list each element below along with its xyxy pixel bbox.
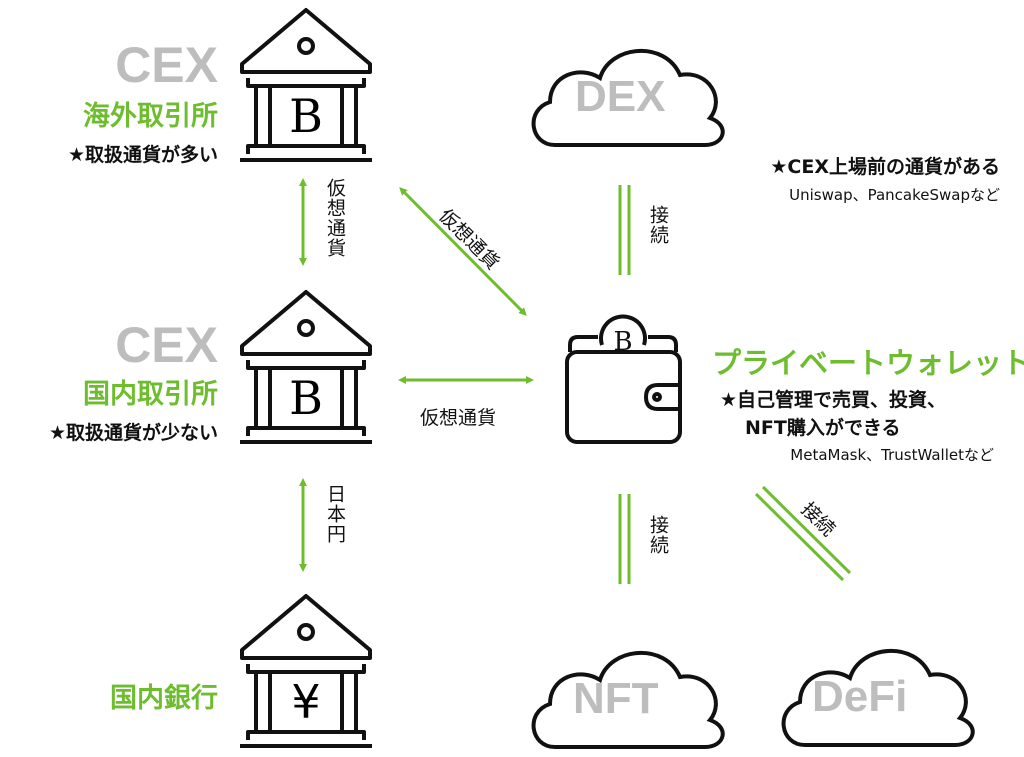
wallet-bitcoin-icon: B bbox=[565, 314, 682, 444]
connection-defi bbox=[754, 485, 852, 582]
bank-bitcoin-icon: B bbox=[238, 290, 374, 444]
defi-label: DeFi bbox=[812, 672, 908, 721]
wallet-note-2: NFT購入ができる bbox=[745, 417, 901, 439]
label-crypto-horizontal: 仮想通貨 bbox=[420, 407, 497, 429]
label-connect-dex: 接続 bbox=[647, 205, 669, 245]
dex-note: ★CEX上場前の通貨がある bbox=[770, 156, 1000, 178]
dex-label: DEX bbox=[575, 72, 666, 121]
connection-dex bbox=[618, 185, 631, 275]
wallet-examples: MetaMask、TrustWalletなど bbox=[790, 446, 994, 464]
wallet-note-1: ★自己管理で売買、投資、 bbox=[720, 389, 947, 411]
wallet-name: プライベートウォレット bbox=[712, 346, 1024, 380]
label-connect-nft: 接続 bbox=[647, 515, 669, 555]
cex-domestic-type: CEX bbox=[115, 317, 218, 373]
bank-bitcoin-icon: B bbox=[238, 8, 374, 162]
connection-nft bbox=[618, 494, 631, 584]
bank-name: 国内銀行 bbox=[110, 683, 218, 714]
cex-domestic-note: ★取扱通貨が少ない bbox=[48, 422, 218, 444]
svg-text:B: B bbox=[289, 371, 323, 425]
cex-domestic-name: 国内取引所 bbox=[83, 379, 218, 410]
svg-text:¥: ¥ bbox=[291, 675, 320, 729]
cex-overseas-type: CEX bbox=[115, 37, 218, 93]
arrow-overseas-wallet bbox=[399, 187, 527, 316]
nft-label: NFT bbox=[573, 674, 659, 723]
svg-text:B: B bbox=[289, 89, 323, 143]
cex-overseas-name: 海外取引所 bbox=[83, 101, 218, 132]
cex-overseas-note: ★取扱通貨が多い bbox=[67, 144, 218, 166]
svg-text:B: B bbox=[613, 327, 632, 357]
dex-examples: Uniswap、PancakeSwapなど bbox=[789, 186, 1000, 204]
label-crypto-vertical: 仮想通貨 bbox=[324, 178, 346, 258]
label-yen: 日本円 bbox=[324, 484, 346, 544]
bank-yen-icon: ¥ bbox=[238, 594, 374, 748]
